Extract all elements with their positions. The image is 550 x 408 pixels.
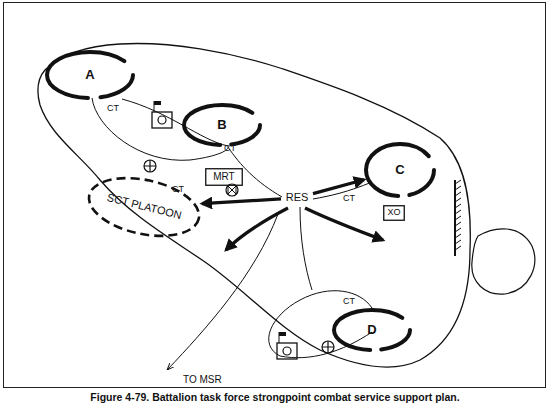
node-label: A: [85, 68, 94, 82]
trains-label: CT: [343, 193, 355, 203]
supply-route: [313, 182, 372, 199]
node-label: D: [367, 323, 376, 337]
trains-label: CT: [172, 184, 184, 194]
company-position: A: [45, 50, 135, 100]
counterattack-arrow: [226, 208, 288, 250]
trains-symbol: [277, 332, 297, 359]
obstacle-line: [454, 180, 456, 256]
figure-caption: Figure 4-79. Battalion task force strong…: [0, 391, 550, 403]
company-position: D: [332, 308, 412, 352]
strongpoint-outline: [38, 44, 470, 367]
node-label: B: [217, 118, 226, 132]
mortar-box: MRT: [205, 168, 243, 186]
company-position: B: [182, 103, 262, 147]
aid-station-symbol: [322, 341, 334, 353]
trains-label: CT: [224, 143, 236, 153]
supply-route: [300, 207, 312, 290]
route-label: TO MSR: [183, 374, 222, 385]
trains-symbol: [152, 101, 172, 128]
route-arrow: [168, 214, 278, 369]
xo-box: XO: [383, 205, 405, 221]
node-label: MRT: [213, 172, 234, 183]
reserve-position: RES: [281, 190, 313, 206]
trains-label: CT: [343, 296, 355, 306]
counterattack-arrow: [313, 180, 364, 194]
counterattack-arrow: [305, 208, 383, 240]
node-label: SCT PLATOON: [106, 192, 183, 222]
company-position: C: [364, 142, 436, 198]
node-label: RES: [286, 192, 309, 204]
aid-station-symbol: [144, 160, 156, 172]
terrain-feature: [472, 229, 535, 294]
counterattack-arrow: [202, 199, 281, 204]
frame: [4, 3, 546, 388]
supply-route: [228, 147, 282, 197]
node-label: C: [395, 163, 404, 177]
trains-label: CT: [107, 103, 119, 113]
obstacle-hatching: [455, 180, 461, 250]
scout-position: SCT PLATOON: [86, 178, 202, 236]
node-label: XO: [387, 208, 400, 217]
